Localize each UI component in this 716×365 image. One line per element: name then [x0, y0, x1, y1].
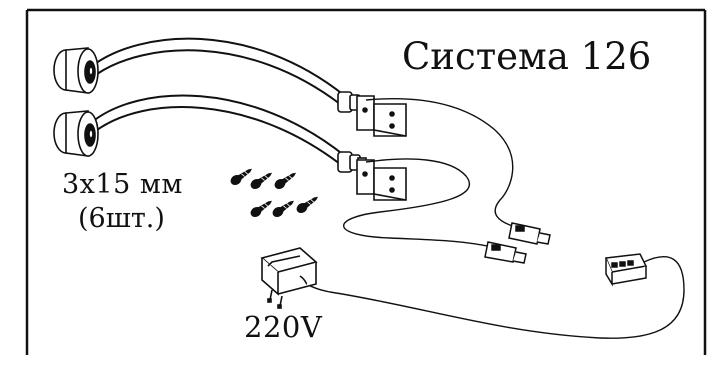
power-adapter: [260, 247, 318, 309]
lamp-1: [53, 37, 367, 113]
adapter-plug-pins: [267, 289, 283, 309]
bracket-2: [356, 159, 407, 201]
lamp-2-head: [53, 110, 99, 157]
screw-count-label: (6шт.): [78, 203, 165, 234]
kit-title: Система 126: [402, 35, 652, 78]
power-cable: [306, 256, 685, 339]
screw-1: [230, 168, 253, 186]
lamp-wires: [343, 98, 521, 248]
junction-box: [604, 253, 648, 287]
bracket-1: [356, 95, 407, 137]
screw-5: [272, 200, 295, 218]
screw-4: [250, 200, 273, 218]
connector-1: [508, 222, 551, 245]
connector-2: [484, 241, 527, 264]
frame: [25, 8, 707, 355]
screws: [230, 168, 319, 218]
lamp-2: [53, 94, 367, 173]
screw-size-label: 3х15 мм: [62, 169, 183, 200]
screw-2: [250, 172, 273, 190]
screw-3: [274, 172, 297, 190]
screw-6: [296, 196, 319, 214]
lamp-1-head: [53, 47, 99, 94]
voltage-label: 220V: [244, 310, 323, 344]
